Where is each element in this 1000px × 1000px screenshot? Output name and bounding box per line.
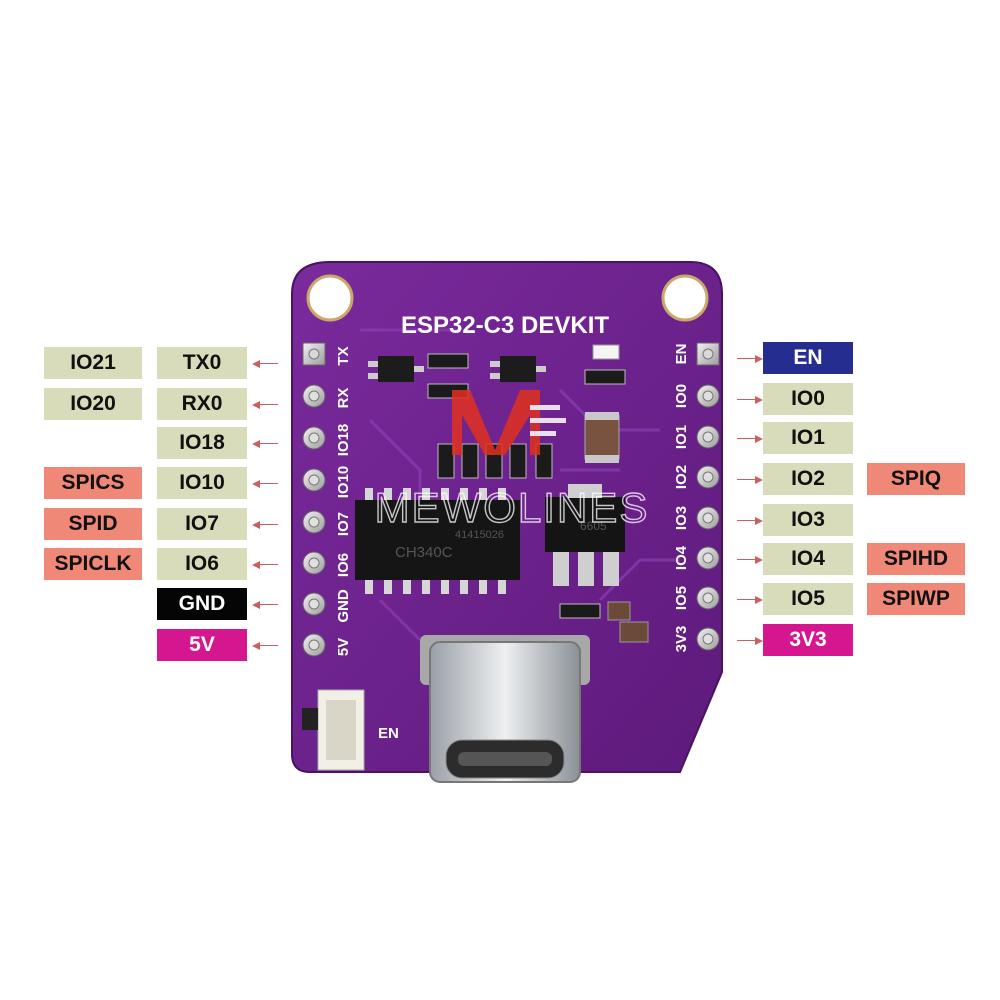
silk-right-io0: IO0 [673, 384, 690, 408]
silk-right-io2: IO2 [673, 465, 690, 489]
left-inner-label-6: GND [157, 588, 247, 620]
usb-c-connector [420, 635, 590, 783]
left-arrow-4 [252, 519, 278, 531]
right-header-pads [696, 342, 720, 651]
left-arrow-1 [252, 399, 278, 411]
right-inner-label-3: IO2 [763, 463, 853, 495]
watermark-text: MEWOLINES [375, 484, 650, 531]
silk-left-io6: IO6 [335, 553, 352, 577]
board-title: ESP32-C3 DEVKIT [401, 312, 609, 339]
left-outer-label-1: IO20 [44, 388, 142, 420]
right-arrow-6 [737, 594, 763, 606]
left-outer-label-0: IO21 [44, 347, 142, 379]
left-arrow-2 [252, 438, 278, 450]
silk-right-io3: IO3 [673, 506, 690, 530]
left-header-pads [302, 342, 326, 657]
right-arrow-0 [737, 353, 763, 365]
tantalum-capacitor [584, 414, 620, 460]
left-arrow-5 [252, 559, 278, 571]
left-inner-label-5: IO6 [157, 548, 247, 580]
silk-left-gnd: GND [335, 589, 352, 623]
silk-right-en: EN [673, 344, 690, 365]
right-inner-label-6: IO5 [763, 583, 853, 615]
ldo-marking: 6605 [580, 519, 607, 533]
right-inner-label-5: IO4 [763, 543, 853, 575]
left-inner-label-3: IO10 [157, 467, 247, 499]
silk-left-tx: TX [335, 346, 352, 365]
ch340c-chip: CH340C 41415026 [355, 488, 520, 594]
right-outer-label-6: SPIWP [867, 583, 965, 615]
right-inner-label-7: 3V3 [763, 624, 853, 656]
chip-marking: CH340C [395, 544, 453, 561]
silk-left-io18: IO18 [335, 424, 352, 457]
left-arrow-6 [252, 599, 278, 611]
right-arrow-5 [737, 554, 763, 566]
left-arrow-3 [252, 478, 278, 490]
silk-right-io1: IO1 [673, 425, 690, 449]
left-inner-label-7: 5V [157, 629, 247, 661]
left-inner-label-0: TX0 [157, 347, 247, 379]
silk-left-5v: 5V [335, 638, 352, 656]
watermark-logo [452, 390, 566, 455]
silk-left-io10: IO10 [335, 466, 352, 499]
left-arrow-0 [252, 358, 278, 370]
right-outer-label-5: SPIHD [867, 543, 965, 575]
left-arrow-7 [252, 640, 278, 652]
right-inner-label-1: IO0 [763, 383, 853, 415]
left-outer-label-5: SPICLK [44, 548, 142, 580]
right-arrow-4 [737, 515, 763, 527]
silk-right-io5: IO5 [673, 586, 690, 610]
silk-left-io7: IO7 [335, 512, 352, 536]
right-inner-label-0: EN [763, 342, 853, 374]
en-push-button: EN [302, 689, 399, 771]
right-arrow-1 [737, 394, 763, 406]
right-arrow-3 [737, 474, 763, 486]
left-inner-label-1: RX0 [157, 388, 247, 420]
silk-right-io4: IO4 [673, 545, 690, 570]
sot23-transistors [368, 356, 546, 382]
right-arrow-2 [737, 433, 763, 445]
silk-right-3v3: 3V3 [673, 626, 690, 653]
right-inner-label-2: IO1 [763, 422, 853, 454]
right-arrow-7 [737, 635, 763, 647]
left-outer-label-3: SPICS [44, 467, 142, 499]
right-inner-label-4: IO3 [763, 504, 853, 536]
silk-left-rx: RX [335, 388, 352, 409]
left-inner-label-2: IO18 [157, 427, 247, 459]
right-outer-label-3: SPIQ [867, 463, 965, 495]
chip-code: 41415026 [455, 529, 504, 541]
ldo-regulator: 6605 [545, 484, 625, 586]
en-button-label: EN [378, 725, 399, 742]
left-inner-label-4: IO7 [157, 508, 247, 540]
left-outer-label-4: SPID [44, 508, 142, 540]
